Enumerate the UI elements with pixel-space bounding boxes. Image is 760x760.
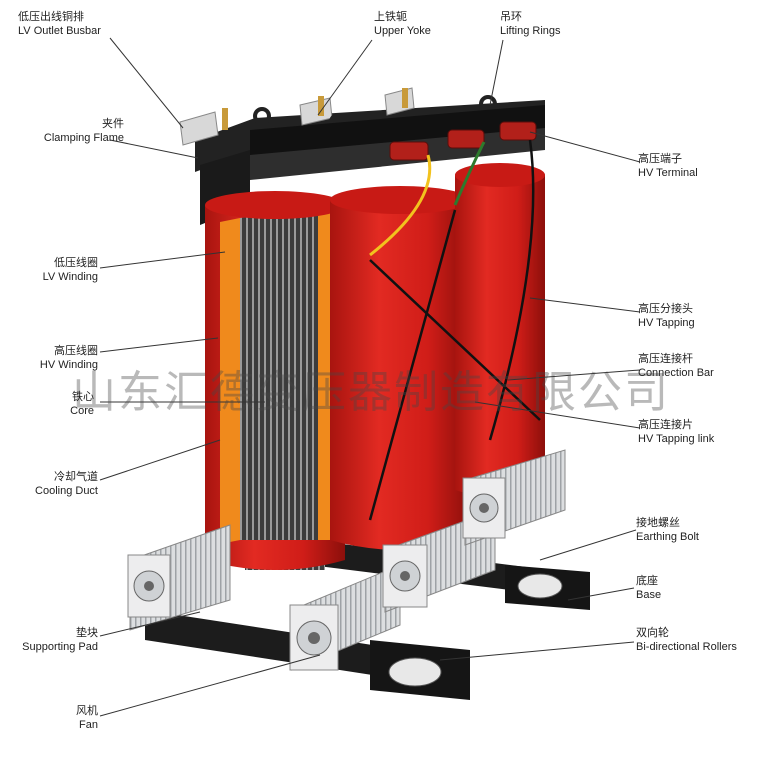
label-lifting-rings: 吊环 Lifting Rings (500, 10, 561, 38)
coil-right (455, 163, 545, 498)
upper-yoke (250, 105, 545, 155)
label-hv-winding: 高压线圈 HV Winding (8, 344, 98, 372)
label-en: Fan (79, 719, 98, 731)
fan-1 (127, 524, 231, 631)
label-en: Supporting Pad (22, 641, 98, 653)
label-cn: 底座 (636, 575, 658, 587)
label-upper-yoke: 上铁轭 Upper Yoke (374, 10, 431, 38)
label-cn: 高压连接片 (638, 419, 693, 431)
label-cn: 高压端子 (638, 153, 682, 165)
label-en: Upper Yoke (374, 25, 431, 37)
label-hv-terminal: 高压端子 HV Terminal (638, 152, 698, 180)
hv-terminals (389, 121, 537, 161)
label-en: HV Terminal (638, 167, 698, 179)
label-cn: 冷却气道 (54, 471, 98, 483)
label-clamping-flame: 夹件 Clamping Flame (8, 117, 124, 145)
label-en: Earthing Bolt (636, 531, 699, 543)
label-cn: 高压连接杆 (638, 353, 693, 365)
label-cn: 高压分接头 (638, 303, 693, 315)
fans (127, 449, 566, 671)
label-supporting-pad: 垫块 Supporting Pad (8, 626, 98, 654)
label-cn: 双向轮 (636, 627, 669, 639)
label-fan: 风机 Fan (8, 704, 98, 732)
label-en: LV Winding (42, 271, 98, 283)
label-en: Connection Bar (638, 367, 714, 379)
label-cooling-duct: 冷却气道 Cooling Duct (8, 470, 98, 498)
label-cn: 高压线圈 (54, 345, 98, 357)
label-cn: 铁心 (72, 391, 94, 403)
label-en: Bi-directional Rollers (636, 641, 737, 653)
label-cn: 接地螺丝 (636, 517, 680, 529)
coil-left (205, 191, 345, 570)
label-cn: 垫块 (76, 627, 98, 639)
label-cn: 低压线圈 (54, 257, 98, 269)
label-en: LV Outlet Busbar (18, 25, 101, 37)
label-lv-outlet-busbar: 低压出线铜排 LV Outlet Busbar (18, 10, 101, 38)
label-cn: 低压出线铜排 (18, 11, 84, 23)
watermark: 山东汇德变压器制造有限公司 (72, 367, 670, 418)
label-cn: 吊环 (500, 11, 522, 23)
label-en: Clamping Flame (43, 132, 124, 144)
label-en: HV Winding (39, 359, 98, 371)
fan-2 (289, 564, 401, 671)
label-en: HV Tapping (638, 317, 695, 329)
fan-4 (462, 449, 566, 546)
label-cn: 上铁轭 (374, 11, 407, 23)
label-hv-tapping-link: 高压连接片 HV Tapping link (638, 418, 714, 446)
label-connection-bar: 高压连接杆 Connection Bar (638, 352, 714, 380)
label-en: Core (70, 405, 94, 417)
connection-leads (368, 139, 541, 521)
label-en: Base (636, 589, 662, 601)
label-cn: 夹件 (102, 118, 124, 130)
label-core: 铁心 Core (8, 390, 94, 418)
label-en: Cooling Duct (35, 485, 98, 497)
lv-outlet-busbar (179, 87, 415, 146)
label-bidirectional-rollers: 双向轮 Bi-directional Rollers (636, 626, 737, 654)
label-en: Lifting Rings (500, 25, 561, 37)
label-base: 底座 Base (636, 574, 661, 602)
label-hv-tapping: 高压分接头 HV Tapping (638, 302, 695, 330)
label-lv-winding: 低压线圈 LV Winding (8, 256, 98, 284)
bidirectional-rollers (388, 573, 563, 687)
label-cn: 风机 (76, 705, 98, 717)
leader-lines (99, 37, 641, 717)
label-en: HV Tapping link (638, 433, 715, 445)
label-earthing-bolt: 接地螺丝 Earthing Bolt (636, 516, 699, 544)
